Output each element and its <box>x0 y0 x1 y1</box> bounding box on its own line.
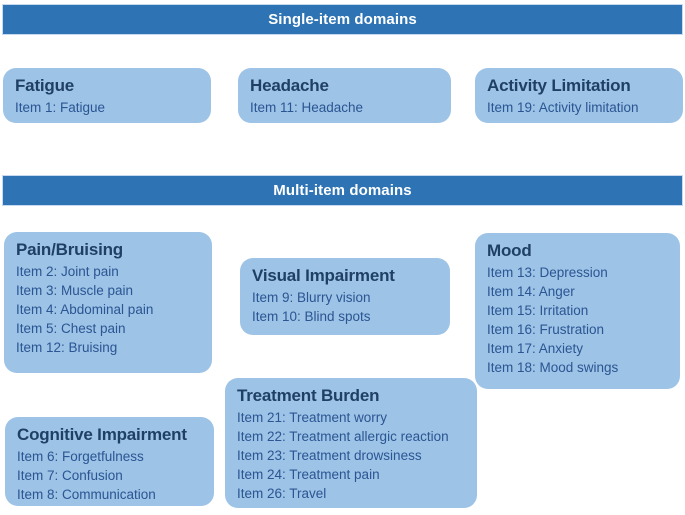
domain-box-treatment-burden: Treatment Burden Item 21: Treatment worr… <box>225 378 477 508</box>
domain-item: Item 18: Mood swings <box>487 360 619 375</box>
domain-box-fatigue: Fatigue Item 1: Fatigue <box>3 68 211 123</box>
domain-box-headache: Headache Item 11: Headache <box>238 68 451 123</box>
domain-item: Item 14: Anger <box>487 284 575 299</box>
domain-item: Item 11: Headache <box>250 100 364 115</box>
domain-title: Treatment Burden <box>237 386 380 405</box>
single-item-domains-banner: Single-item domains <box>2 4 683 35</box>
multi-item-domains-banner-label: Multi-item domains <box>273 182 412 199</box>
domain-item: Item 24: Treatment pain <box>237 467 380 482</box>
domain-item: Item 8: Communication <box>17 487 156 502</box>
domain-item: Item 21: Treatment worry <box>237 410 388 425</box>
domain-item: Item 1: Fatigue <box>15 100 106 115</box>
domain-title: Mood <box>487 241 532 260</box>
domain-item: Item 13: Depression <box>487 265 608 280</box>
domain-item: Item 15: Irritation <box>487 303 589 318</box>
domain-item: Item 3: Muscle pain <box>16 283 134 298</box>
domain-title: Pain/Bruising <box>16 240 123 259</box>
multi-item-domains-banner: Multi-item domains <box>2 175 683 206</box>
domain-item: Item 6: Forgetfulness <box>17 449 144 464</box>
domain-item: Item 22: Treatment allergic reaction <box>237 429 449 444</box>
domain-box-visual-impairment: Visual Impairment Item 9: Blurry vision … <box>240 258 450 335</box>
domain-item: Item 5: Chest pain <box>16 321 126 336</box>
domain-title: Fatigue <box>15 76 75 95</box>
domain-item: Item 9: Blurry vision <box>252 290 371 305</box>
domain-item: Item 16: Frustration <box>487 322 605 337</box>
domain-box-mood: Mood Item 13: Depression Item 14: Anger … <box>475 233 680 389</box>
domain-title: Cognitive Impairment <box>17 425 187 444</box>
single-item-domains-banner-label: Single-item domains <box>268 11 417 28</box>
domain-item: Item 7: Confusion <box>17 468 123 483</box>
domain-item: Item 19: Activity limitation <box>487 100 639 115</box>
domain-title: Activity Limitation <box>487 76 631 95</box>
domain-item: Item 17: Anxiety <box>487 341 584 356</box>
domain-box-cognitive-impairment: Cognitive Impairment Item 6: Forgetfulne… <box>5 417 214 506</box>
domain-item: Item 2: Joint pain <box>16 264 119 279</box>
domain-title: Headache <box>250 76 329 95</box>
domain-box-activity-limitation: Activity Limitation Item 19: Activity li… <box>475 68 683 123</box>
domain-item: Item 26: Travel <box>237 486 327 501</box>
domain-item: Item 12: Bruising <box>16 340 118 355</box>
domain-title: Visual Impairment <box>252 266 395 285</box>
domain-box-pain-bruising: Pain/Bruising Item 2: Joint pain Item 3:… <box>4 232 212 373</box>
domain-item: Item 10: Blind spots <box>252 309 371 324</box>
domain-item: Item 4: Abdominal pain <box>16 302 154 317</box>
domain-item: Item 23: Treatment drowsiness <box>237 448 422 463</box>
